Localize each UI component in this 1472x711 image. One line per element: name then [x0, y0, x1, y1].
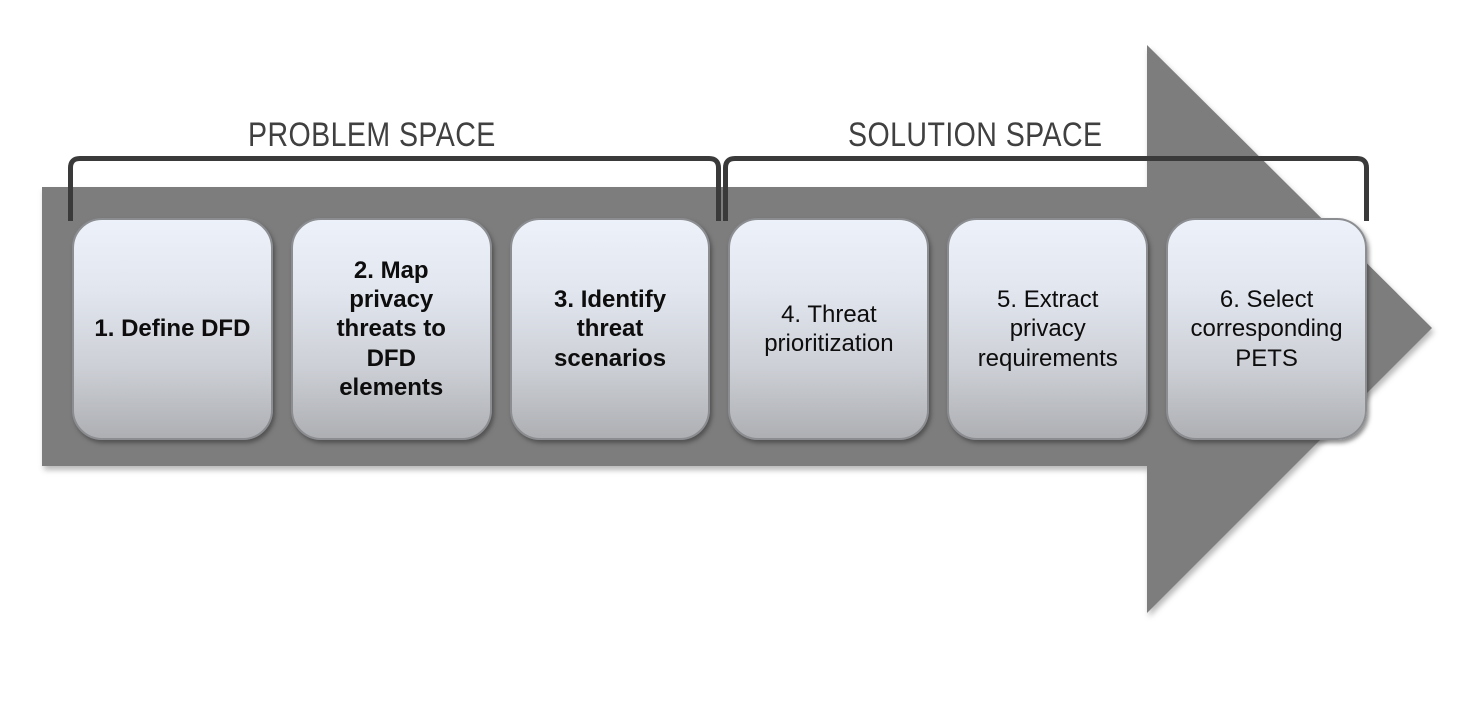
step-box-2: 2. Map privacy threats to DFD elements	[290, 218, 492, 440]
step-box-4: 4. Threat prioritization	[728, 218, 930, 440]
step-label: 4. Threat prioritization	[764, 300, 894, 357]
step-label: 2. Map privacy threats to DFD elements	[336, 256, 446, 401]
step-box-6: 6. Select corresponding PETS	[1166, 218, 1367, 440]
step-box-3: 3. Identify threat scenarios	[509, 218, 711, 440]
solution-space-label: SOLUTION SPACE	[848, 116, 1103, 154]
steps-row: 1. Define DFD 2. Map privacy threats to D…	[72, 218, 1367, 440]
step-box-1: 1. Define DFD	[72, 218, 273, 440]
problem-space-label: PROBLEM SPACE	[248, 116, 496, 154]
step-box-5: 5. Extract privacy requirements	[947, 218, 1149, 440]
step-label: 3. Identify threat scenarios	[554, 286, 667, 372]
step-label: 1. Define DFD	[94, 315, 251, 343]
step-label: 5. Extract privacy requirements	[977, 286, 1118, 372]
step-label: 6. Select corresponding PETS	[1190, 286, 1343, 372]
